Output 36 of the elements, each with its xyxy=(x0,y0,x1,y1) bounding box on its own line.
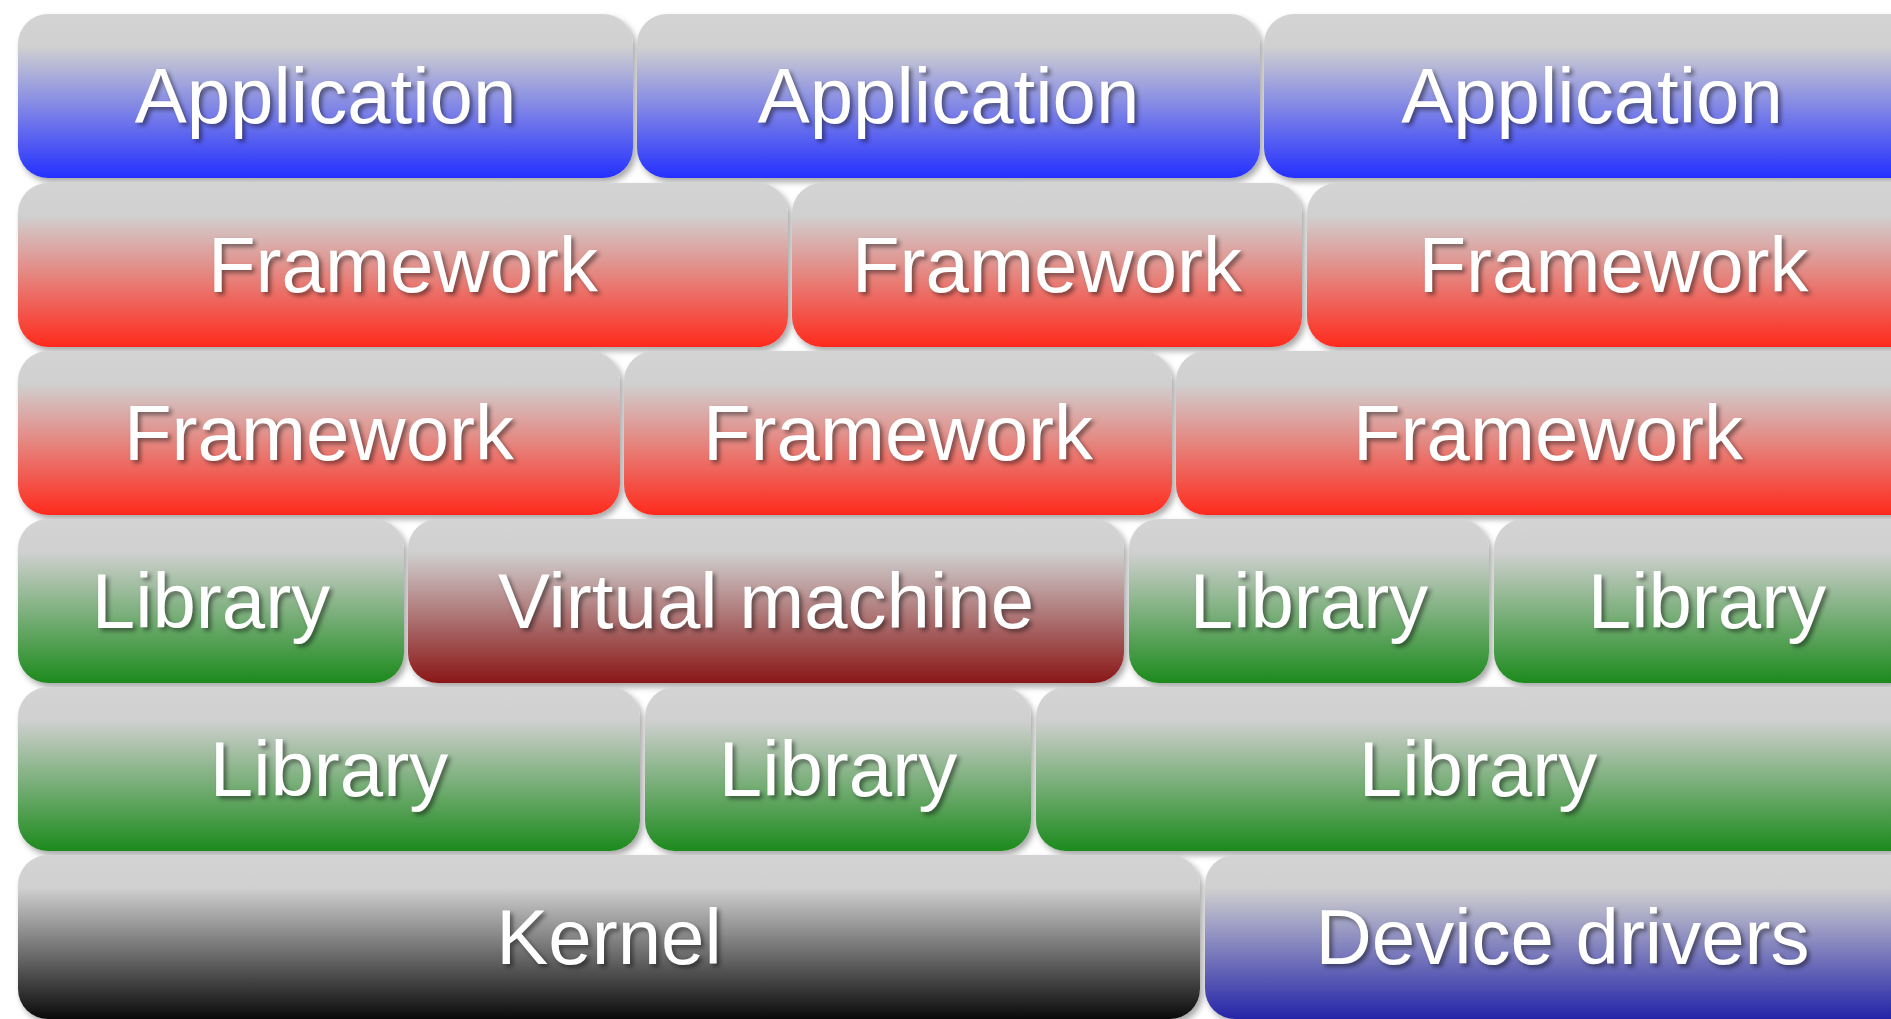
layer-label: Library xyxy=(1587,555,1827,647)
layer-block xyxy=(1176,351,1891,515)
layer-block xyxy=(1264,14,1891,178)
layer-block xyxy=(1205,855,1891,1019)
layer-block xyxy=(18,183,788,347)
layer-label: Framework xyxy=(851,219,1242,311)
layer-label: Device drivers xyxy=(1315,891,1810,983)
layer-block xyxy=(1494,519,1891,683)
layer-block xyxy=(792,183,1302,347)
layer-label: Library xyxy=(91,555,331,647)
layer-label: Application xyxy=(757,50,1140,142)
layer-label: Application xyxy=(134,50,517,142)
layer-label: Library xyxy=(1358,723,1598,815)
layer-block xyxy=(18,519,404,683)
layer-block xyxy=(18,351,620,515)
layer-block xyxy=(1036,687,1891,851)
layer-block xyxy=(1307,183,1891,347)
layer-block xyxy=(637,14,1260,178)
layer-block xyxy=(18,687,640,851)
layer-label: Framework xyxy=(207,219,598,311)
layer-block xyxy=(624,351,1172,515)
layer-block xyxy=(645,687,1031,851)
layer-label: Library xyxy=(1189,555,1429,647)
layer-block xyxy=(18,14,633,178)
layer-label: Library xyxy=(718,723,958,815)
layer-label: Library xyxy=(209,723,449,815)
layer-label: Kernel xyxy=(496,891,722,983)
layer-block xyxy=(1129,519,1489,683)
layer-label: Virtual machine xyxy=(497,555,1035,647)
layer-label: Framework xyxy=(1418,219,1809,311)
layer-label: Application xyxy=(1401,50,1783,142)
layer-label: Framework xyxy=(1352,387,1743,479)
layer-block xyxy=(408,519,1124,683)
layer-block xyxy=(18,855,1200,1019)
layer-label: Framework xyxy=(123,387,514,479)
layer-label: Framework xyxy=(702,387,1093,479)
